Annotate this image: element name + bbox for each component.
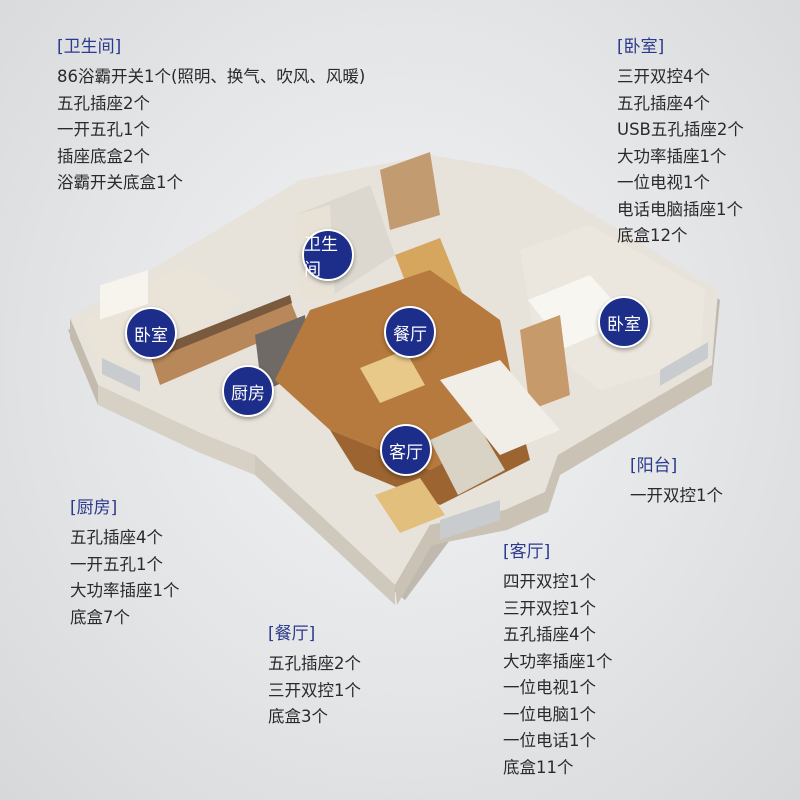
section-title-dining: [餐厅] [268,624,316,644]
list-item: 一开五孔1个 [70,554,163,574]
section-kitchen: [厨房] 五孔插座4个 一开五孔1个 大功率插座1个 底盒7个 [70,497,180,631]
list-item: 五孔插座2个 [268,654,361,673]
wardrobe-doors [380,152,440,230]
section-list-balcony: 一开双控1个 [630,483,723,510]
list-item: 底盒3个 [268,707,328,726]
list-item: USB五孔插座2个 [617,120,744,139]
living-sofa [430,420,505,495]
list-item: 底盒7个 [70,607,130,627]
kitchen-counter [150,300,300,385]
list-item: 一位电视1个 [617,173,710,192]
section-title-kitchen: [厨房] [70,498,118,518]
section-balcony: [阳台] 一开双控1个 [630,455,723,510]
living-coffee-table [375,478,445,533]
section-bathroom: [卫生间] 86浴霸开关1个(照明、换气、吹风、风暖) 五孔插座2个 一开五孔1… [57,36,365,197]
bedroom-right-wardrobe [520,315,570,410]
exterior-wall-front-right [395,365,712,605]
list-item: 大功率插座1个 [617,146,727,166]
section-title-bedroom: [卧室] [617,37,665,57]
list-item: 底盒12个 [617,226,688,245]
list-item: 五孔插座4个 [617,93,710,113]
list-item: 五孔插座2个 [57,93,150,113]
badge-kitchen[interactable]: 厨房 [222,365,274,417]
section-title-bathroom: [卫生间] [57,37,122,57]
list-item: 浴霸开关底盒1个 [57,173,183,192]
exterior-wall-front-mid [255,455,395,605]
list-item: 插座底盒2个 [57,146,150,166]
section-list-bedroom: 三开双控4个 五孔插座4个 USB五孔插座2个 大功率插座1个 一位电视1个 电… [617,64,744,250]
badge-bedroom-right[interactable]: 卧室 [598,296,650,348]
exterior-wall-left [70,318,98,405]
badge-bedroom-left[interactable]: 卧室 [125,307,177,359]
list-item: 三开双控1个 [268,680,361,700]
list-item: 底盒11个 [503,757,574,777]
list-item: 一位电脑1个 [503,704,596,724]
list-item: 三开双控1个 [503,598,596,618]
list-item: 大功率插座1个 [70,581,180,600]
window-living [440,500,500,540]
living-dining-floor-shade [330,420,530,505]
list-item: 86浴霸开关1个(照明、换气、吹风、风暖) [57,67,366,86]
section-list-kitchen: 五孔插座4个 一开五孔1个 大功率插座1个 底盒7个 [70,525,180,631]
badge-living[interactable]: 客厅 [380,424,432,476]
window-left [102,358,140,392]
section-title-living: [客厅] [503,542,551,562]
badge-bathroom[interactable]: 卫生间 [302,229,354,281]
list-item: 一位电话1个 [503,731,596,750]
section-bedroom: [卧室] 三开双控4个 五孔插座4个 USB五孔插座2个 大功率插座1个 一位电… [617,36,744,250]
section-list-dining: 五孔插座2个 三开双控1个 底盒3个 [268,651,361,731]
list-item: 三开双控4个 [617,67,710,86]
section-list-bathroom: 86浴霸开关1个(照明、换气、吹风、风暖) 五孔插座2个 一开五孔1个 插座底盒… [57,64,365,197]
exterior-wall-front-left [98,385,255,475]
list-item: 电话电脑插座1个 [617,199,743,219]
list-item: 一位电视1个 [503,678,596,697]
bedroom-left-bed [100,269,148,320]
balcony-floor [440,360,560,455]
list-item: 一开五孔1个 [57,120,150,139]
list-item: 一开双控1个 [630,486,723,505]
section-title-balcony: [阳台] [630,456,678,476]
list-item: 五孔插座4个 [503,625,596,644]
window-bedroom-right [660,342,708,386]
list-item: 四开双控1个 [503,572,596,591]
dining-table [360,350,425,403]
badge-dining[interactable]: 餐厅 [384,306,436,358]
section-dining: [餐厅] 五孔插座2个 三开双控1个 底盒3个 [268,623,361,731]
section-list-living: 四开双控1个 三开双控1个 五孔插座4个 大功率插座1个 一位电视1个 一位电脑… [503,569,613,781]
list-item: 五孔插座4个 [70,528,163,547]
section-living: [客厅] 四开双控1个 三开双控1个 五孔插座4个 大功率插座1个 一位电视1个… [503,541,613,781]
kitchen-counter-top [150,295,292,360]
list-item: 大功率插座1个 [503,651,613,671]
